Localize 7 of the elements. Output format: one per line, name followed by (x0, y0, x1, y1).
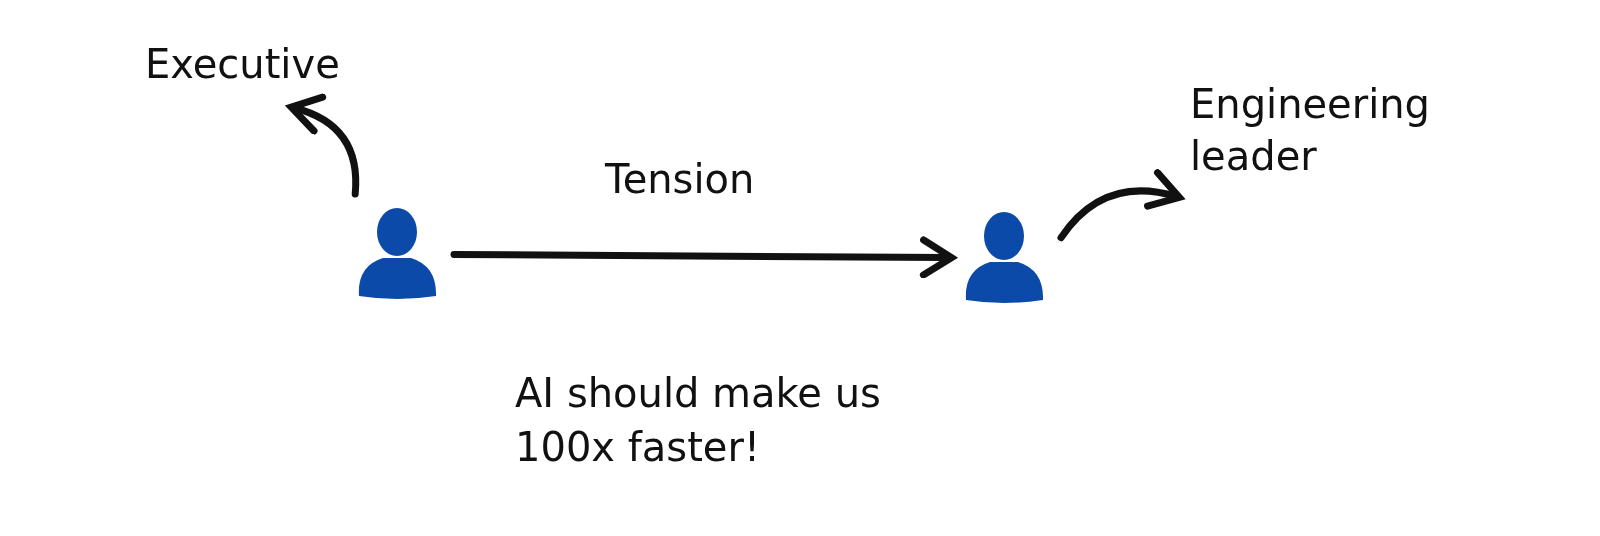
node-label: Executive (145, 38, 385, 90)
arrow (287, 94, 360, 198)
node-label: Engineering leader (1190, 78, 1510, 182)
arrow (1057, 169, 1183, 242)
arrow (450, 236, 955, 279)
edge-label: Tension (605, 155, 755, 204)
quote-text: AI should make us 100x faster! (515, 369, 882, 472)
